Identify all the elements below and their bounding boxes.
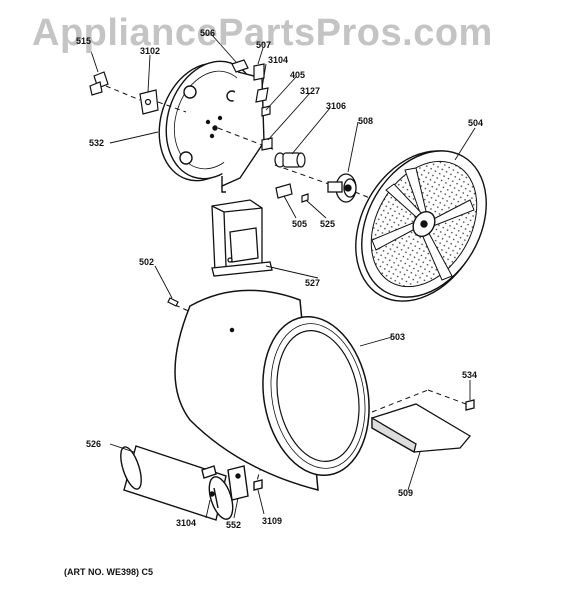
drum-rear-panel <box>355 150 487 302</box>
bearing-bracket <box>89 71 159 115</box>
part-label-515: 515 <box>76 36 92 46</box>
small-hardware <box>231 59 273 151</box>
shaft-bearing <box>274 152 309 203</box>
part-label-405: 405 <box>290 70 306 80</box>
part-label-508: 508 <box>358 116 374 126</box>
dryer-drum <box>174 289 370 491</box>
part-label-504: 504 <box>468 118 484 128</box>
part-label-507: 507 <box>256 40 272 50</box>
part-label-505: 505 <box>292 219 308 229</box>
part-label-3109: 3109 <box>262 516 283 526</box>
part-label-552: 552 <box>226 520 242 530</box>
leader-lines <box>87 34 476 519</box>
lint-duct <box>371 399 475 453</box>
part-label-509: 509 <box>398 488 414 498</box>
part-label-502: 502 <box>139 257 155 267</box>
art-number: (ART NO. WE398) C5 <box>64 567 154 577</box>
part-label-3102: 3102 <box>140 46 161 56</box>
part-label-3106: 3106 <box>326 101 347 111</box>
heater-assembly <box>120 445 263 521</box>
part-label-3127: 3127 <box>300 86 321 96</box>
part-label-506: 506 <box>200 28 216 38</box>
part-label-3104-bottom: 3104 <box>176 518 197 528</box>
rear-bulkhead <box>158 60 265 193</box>
part-label-534: 534 <box>462 370 478 380</box>
part-label-527: 527 <box>305 278 321 288</box>
part-label-503: 503 <box>390 332 406 342</box>
part-label-525: 525 <box>320 219 336 229</box>
drum-bearing-hub <box>327 173 357 203</box>
part-label-532: 532 <box>89 138 105 148</box>
watermark: AppliancePartsPros.com <box>32 12 493 54</box>
part-label-526: 526 <box>86 439 102 449</box>
part-label-3104-top: 3104 <box>268 55 289 65</box>
support-bracket <box>211 199 273 277</box>
screw <box>167 297 179 307</box>
